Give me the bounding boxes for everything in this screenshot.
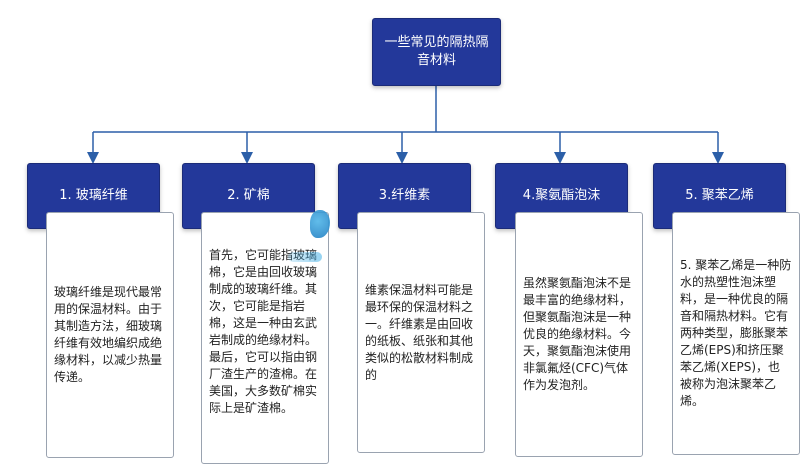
description-text: 维素保温材料可能是最环保的保温材料之一。纤维素是由回收的纸板、纸张和其他类似的松… — [365, 282, 474, 382]
description-box-cellulose: 维素保温材料可能是最环保的保温材料之一。纤维素是由回收的纸板、纸张和其他类似的松… — [357, 212, 485, 453]
description-text: 玻璃纤维是现代最常用的保温材料。由于其制造方法，细玻璃纤维有效地编织成绝缘材料，… — [54, 285, 163, 384]
description-box-mineral-wool: 首先，它可能指玻璃棉，它是由回收玻璃制成的玻璃纤维。其次，它可能是指岩棉，这是一… — [201, 212, 329, 464]
description-box-polystyrene: 5. 聚苯乙烯是一种防水的热塑性泡沫塑料，是一种优良的隔音和隔热材料。它有两种类… — [672, 212, 800, 455]
description-text: 首先，它可能指玻璃棉，它是由回收玻璃制成的玻璃纤维。其次，它可能是指岩棉，这是一… — [209, 248, 318, 415]
blue-paint-blob-icon — [310, 210, 330, 238]
category-label: 3.纤维素 — [378, 188, 431, 203]
description-text: 5. 聚苯乙烯是一种防水的热塑性泡沫塑料，是一种优良的隔音和隔热材料。它有两种类… — [680, 258, 792, 408]
category-label: 1. 玻璃纤维 — [59, 188, 128, 203]
description-box-fiberglass: 玻璃纤维是现代最常用的保温材料。由于其制造方法，细玻璃纤维有效地编织成绝缘材料，… — [46, 212, 174, 458]
root-topic-box: 一些常见的隔热隔音材料 — [372, 18, 501, 86]
description-text: 虽然聚氨酯泡沫不是最丰富的绝缘材料，但聚氨酯泡沫是一种优良的绝缘材料。今天，聚氨… — [523, 276, 632, 392]
category-label: 4.聚氨酯泡沫 — [522, 188, 601, 203]
category-label: 5. 聚苯乙烯 — [685, 188, 754, 203]
description-box-polyurethane-foam: 虽然聚氨酯泡沫不是最丰富的绝缘材料，但聚氨酯泡沫是一种优良的绝缘材料。今天，聚氨… — [515, 212, 643, 457]
blue-smear-mark — [288, 252, 322, 262]
root-topic-title: 一些常见的隔热隔音材料 — [384, 35, 489, 68]
category-label: 2. 矿棉 — [227, 188, 270, 203]
